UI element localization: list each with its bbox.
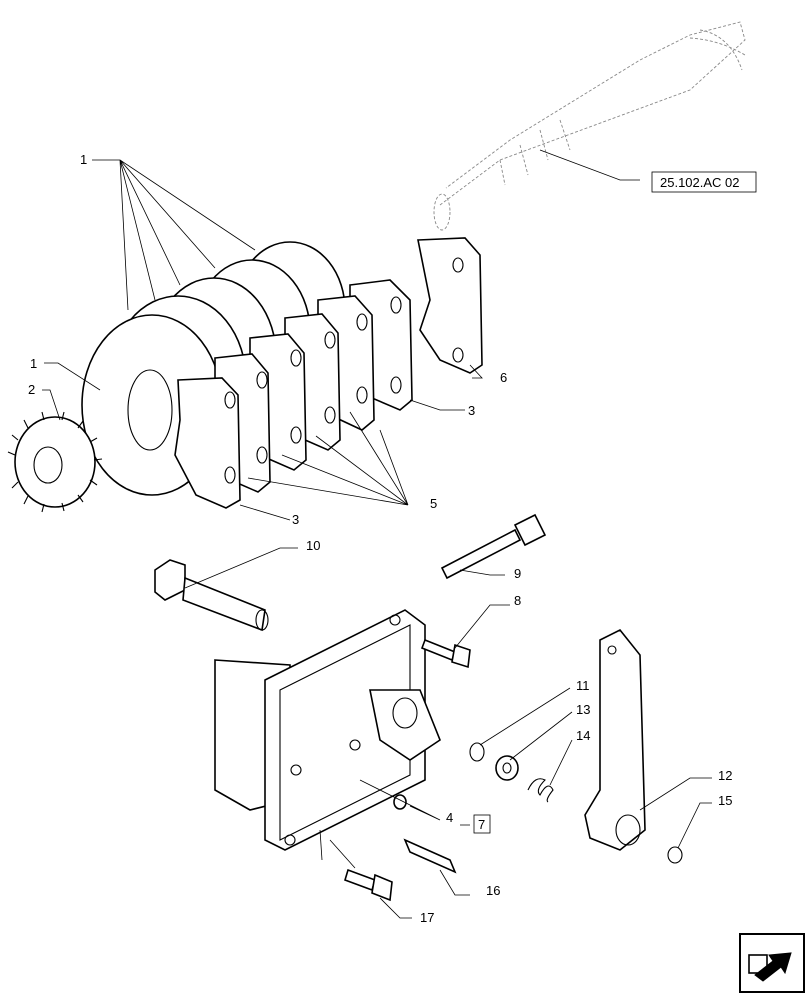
washer-13 bbox=[495, 755, 519, 781]
callout-14: 14 bbox=[576, 728, 590, 743]
clip-15 bbox=[667, 846, 683, 864]
long-bolt bbox=[440, 513, 547, 580]
callout-1a: 1 bbox=[80, 152, 87, 167]
bolt-8 bbox=[420, 638, 471, 669]
callout-15: 15 bbox=[718, 793, 732, 808]
stud-16 bbox=[403, 838, 457, 874]
callout-7: 7 bbox=[478, 817, 485, 832]
gear bbox=[7, 411, 103, 513]
bolt-17 bbox=[344, 868, 393, 902]
callout-10: 10 bbox=[306, 538, 320, 553]
callout-6: 6 bbox=[500, 370, 507, 385]
callout-3a: 3 bbox=[468, 403, 475, 418]
callout-9: 9 bbox=[514, 566, 521, 581]
reference-shaft bbox=[433, 21, 746, 231]
callout-3b: 3 bbox=[292, 512, 299, 527]
selector-shaft bbox=[154, 559, 269, 632]
callout-12: 12 bbox=[718, 768, 732, 783]
lever-12 bbox=[584, 628, 646, 851]
callout-4: 4 bbox=[446, 810, 453, 825]
callout-16: 16 bbox=[486, 883, 500, 898]
callout-13: 13 bbox=[576, 702, 590, 717]
callout-labels: 1 1 2 3 3 5 6 10 9 8 11 13 14 12 15 4 7 … bbox=[28, 152, 732, 925]
next-page-button[interactable] bbox=[739, 933, 805, 993]
end-plate bbox=[417, 237, 483, 374]
housing-cover bbox=[214, 609, 441, 851]
reference-label: 25.102.AC 02 bbox=[660, 175, 740, 190]
reference-callout[interactable]: 25.102.AC 02 bbox=[651, 171, 757, 193]
spring-14 bbox=[527, 778, 554, 803]
callout-17: 17 bbox=[420, 910, 434, 925]
snap-ring-11 bbox=[469, 742, 485, 762]
next-page-arrow-icon bbox=[748, 952, 792, 982]
callout-5: 5 bbox=[430, 496, 437, 511]
callout-8: 8 bbox=[514, 593, 521, 608]
callout-2: 2 bbox=[28, 382, 35, 397]
callout-1b: 1 bbox=[30, 356, 37, 371]
leader-lines bbox=[42, 149, 712, 919]
callout-11: 11 bbox=[576, 678, 590, 693]
steel-plates bbox=[174, 279, 413, 509]
